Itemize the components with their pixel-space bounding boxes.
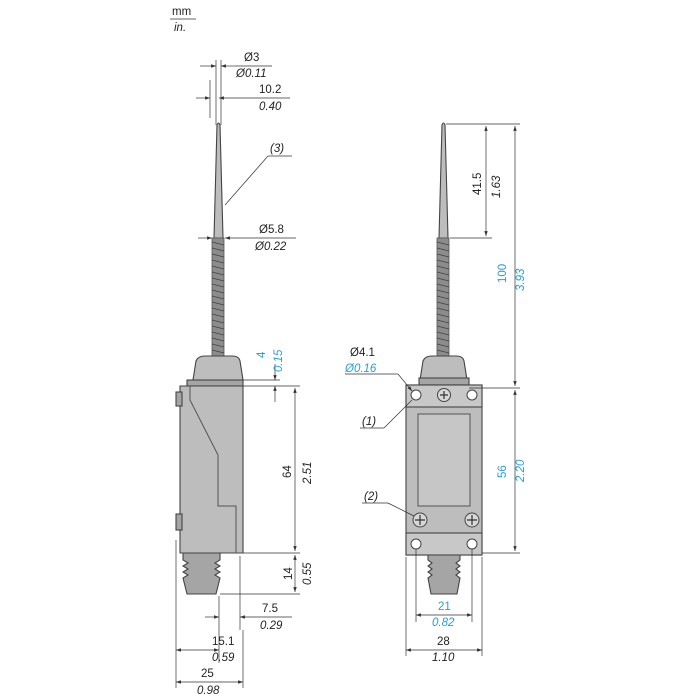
leader-line (387, 502, 415, 517)
front-callout-hole: (1) (362, 416, 376, 428)
side-callout-rod: (3) (270, 143, 284, 155)
side-head-height-in: 0.15 (273, 349, 285, 372)
side-rod-base-dia-in: Ø0.22 (254, 241, 287, 253)
front-bottom-hole-right (466, 538, 478, 550)
front-tip-length-mm: 41.5 (472, 173, 484, 195)
side-body-depth-mm: 25 (201, 668, 214, 680)
side-view-dimensions: Ø3 Ø0.11 10.2 0.40 (3) Ø5.8 Ø0.22 4 0.15… (175, 52, 314, 697)
side-head-height-mm: 4 (256, 351, 268, 358)
front-screw-bottom-left-slot (415, 515, 425, 525)
side-plunger-height-in: 0.55 (302, 562, 314, 585)
front-rod-length-in: 3.93 (515, 268, 527, 291)
front-screw-top-slot (440, 391, 448, 399)
side-rod-tip (213, 122, 224, 239)
front-mount-hole-left (410, 389, 422, 401)
side-plunger (181, 552, 222, 595)
side-body-depth-in: 0.98 (197, 685, 220, 697)
front-view-dimensions: 41.5 1.63 100 3.93 56 2.20 Ø4.1 Ø0.16 (1… (344, 123, 527, 664)
front-head-ring (418, 377, 470, 386)
leader-line (397, 373, 413, 392)
side-head-ring (186, 379, 244, 387)
leader-line (383, 399, 413, 429)
front-plunger (427, 554, 461, 595)
front-rod-tip (438, 122, 449, 239)
side-axis-offset-in: 0.59 (212, 652, 235, 664)
front-mount-hole-mm: Ø4.1 (350, 347, 375, 359)
front-spring-coils (436, 241, 450, 354)
front-rod-length-mm: 100 (497, 264, 509, 283)
side-body-height-mm: 64 (282, 465, 294, 478)
front-body-height-in: 2.20 (515, 459, 527, 483)
side-rod-offset-mm: 10.2 (259, 84, 281, 96)
side-rod-tip-dia-mm: Ø3 (244, 52, 259, 64)
front-callout-screw: (2) (364, 491, 378, 503)
side-rod-offset-in: 0.40 (259, 101, 282, 113)
side-bottom-offset-mm: 7.5 (262, 603, 278, 615)
front-hole-spacing-in: 0.82 (432, 617, 455, 629)
front-body-width-in: 1.10 (432, 652, 455, 664)
side-body-tab-top (175, 391, 183, 407)
front-tip-length-in: 1.63 (491, 175, 503, 198)
side-body-bevel (189, 386, 237, 553)
front-label-window (417, 413, 471, 507)
front-mount-hole-right (466, 389, 478, 401)
front-head (419, 355, 468, 381)
front-bottom-hole-left (410, 538, 422, 550)
side-plunger-height-mm: 14 (283, 567, 295, 580)
side-head (192, 355, 244, 381)
unit-in-label: in. (174, 22, 186, 34)
front-body-width-mm: 28 (437, 636, 450, 648)
front-view-part (405, 122, 483, 595)
side-bottom-offset-in: 0.29 (260, 620, 283, 632)
front-body-height-mm: 56 (497, 465, 509, 478)
side-body-height-in: 2.51 (302, 462, 314, 485)
front-hole-spacing-mm: 21 (438, 601, 451, 613)
side-spring-coils (211, 241, 225, 354)
side-axis-offset-mm: 15.1 (212, 636, 234, 648)
front-mount-hole-in: Ø0.16 (344, 363, 377, 375)
side-rod-tip-dia-in: Ø0.11 (235, 68, 266, 80)
units-legend: mm in. (170, 6, 196, 34)
side-body-tab-bottom (175, 513, 183, 531)
side-body (179, 385, 244, 554)
leader-line (224, 155, 269, 206)
side-rod-base-dia-mm: Ø5.8 (259, 224, 284, 236)
front-screw-bottom-right-slot (467, 515, 477, 525)
unit-mm-label: mm (172, 6, 191, 18)
side-view-part (175, 122, 244, 595)
